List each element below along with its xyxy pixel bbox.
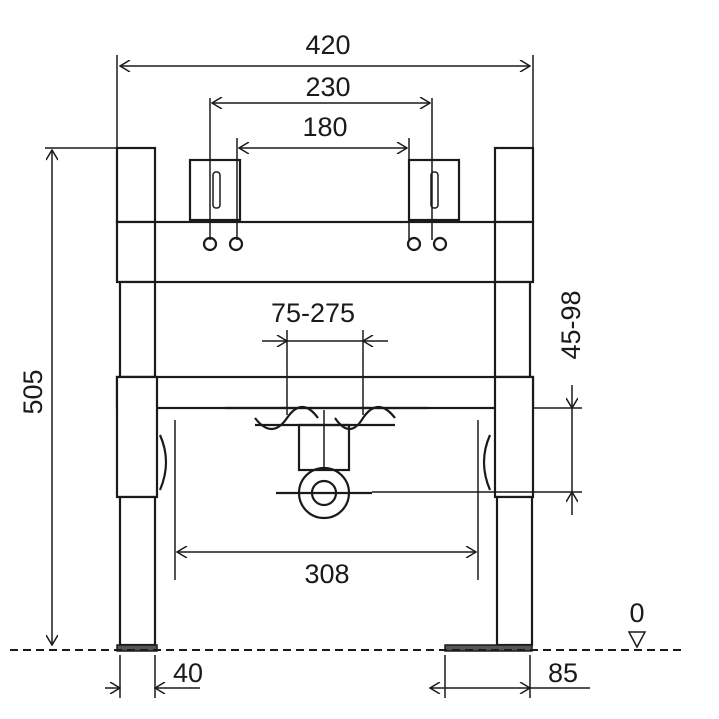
left-post-top [115,146,157,224]
dimension-lines [10,55,682,698]
left-leg [118,495,157,647]
right-post-top [493,146,535,224]
right-post-mid [493,280,532,379]
ground-level-label: 0 [629,598,644,628]
drain-assembly [158,405,492,520]
left-foot-plate [116,644,158,652]
right-foot-plate [444,644,533,652]
left-bracket-box [115,375,159,499]
dim-45-98: 45-98 [556,290,586,359]
dim-75-275: 75-275 [271,298,355,328]
dim-230: 230 [305,72,350,102]
dim-40: 40 [173,658,203,688]
frame [115,146,535,652]
left-post-mid [118,280,157,379]
upper-crossbar [115,220,535,284]
dimension-labels: 420 230 180 75-275 45-98 505 308 0 40 85 [18,30,645,688]
dim-85: 85 [548,658,578,688]
right-leg [495,495,534,647]
dim-180: 180 [302,112,347,142]
lower-crossbar [115,375,535,410]
level-marker-icon [627,631,647,649]
dim-308: 308 [304,559,349,589]
top-brackets [188,158,461,252]
right-bracket-box [493,375,535,499]
dim-420: 420 [305,30,350,60]
dim-505: 505 [18,369,48,414]
